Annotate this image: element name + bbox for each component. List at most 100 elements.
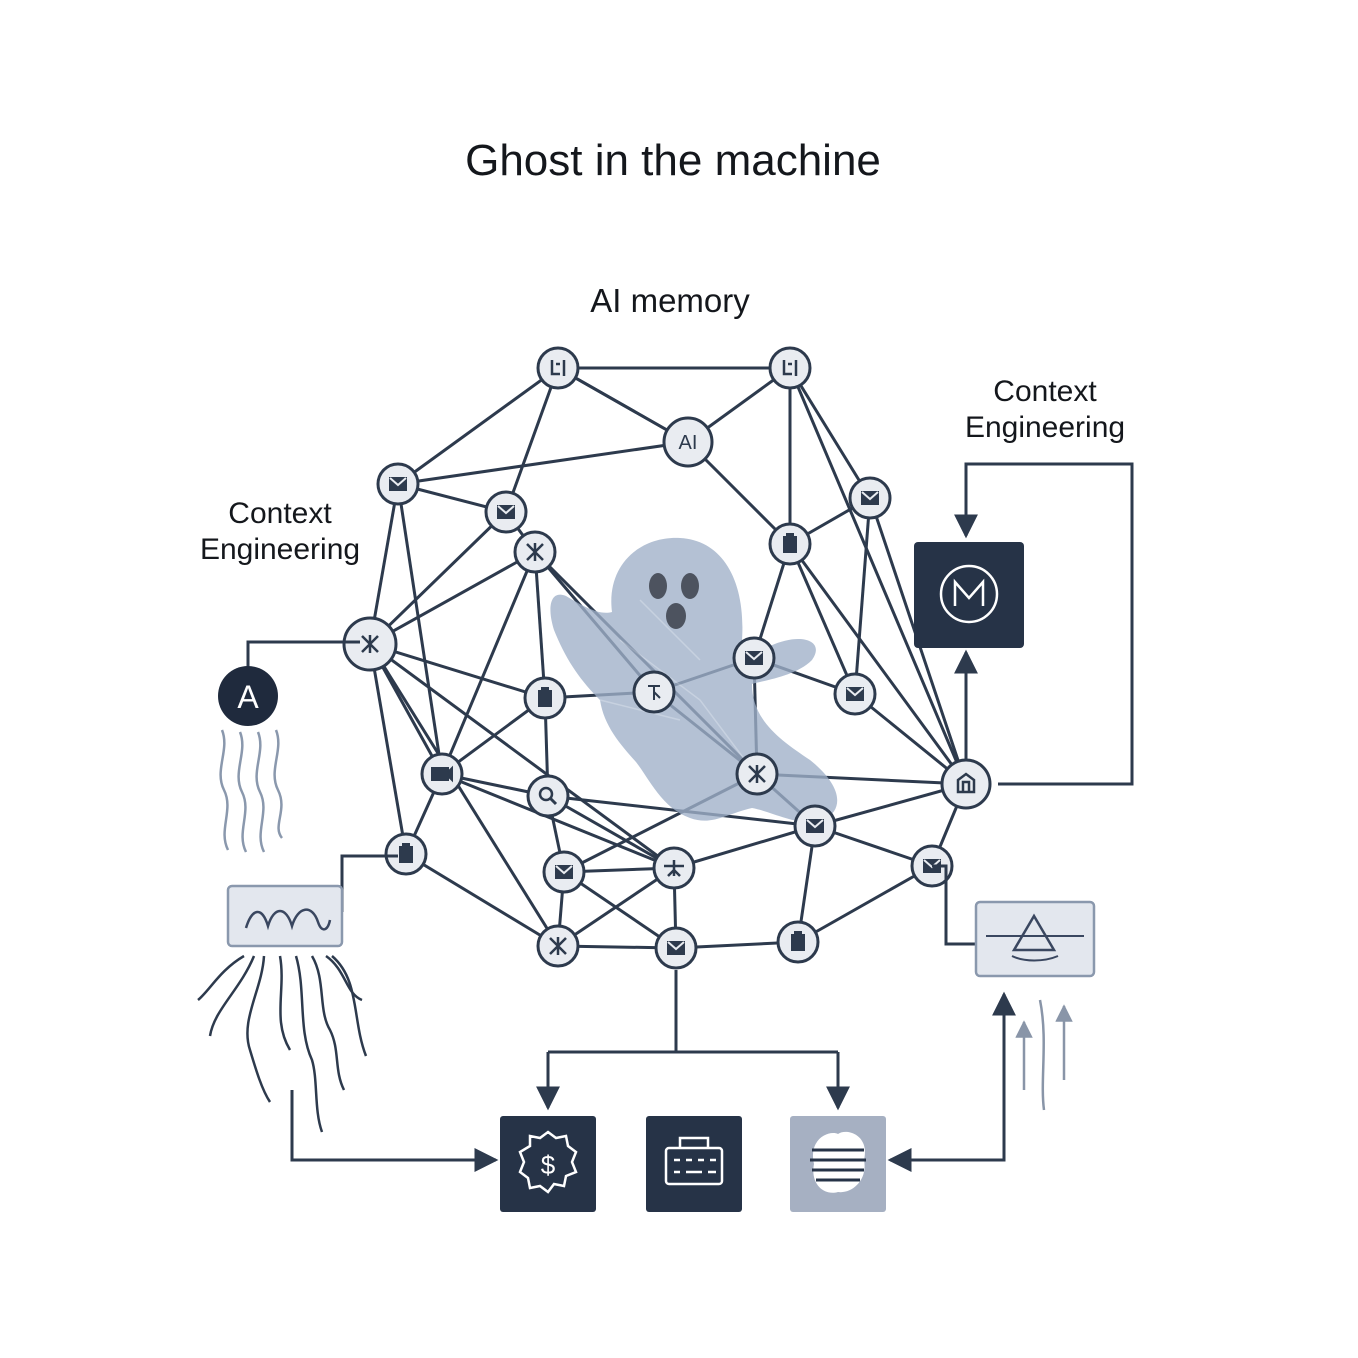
network-node[interactable]: [513, 530, 557, 574]
battery-icon: [791, 931, 805, 951]
stack-tile[interactable]: [790, 1116, 886, 1212]
network-node[interactable]: [420, 752, 464, 796]
network-node[interactable]: [940, 758, 992, 810]
network-node[interactable]: [384, 832, 428, 876]
engineering-word: Engineering: [964, 411, 1126, 444]
battery-icon: [538, 687, 552, 707]
network-node[interactable]: [735, 752, 779, 796]
agent-node[interactable]: A: [218, 666, 278, 726]
battery-icon: [783, 533, 797, 553]
network-edge: [368, 643, 560, 947]
triangle-icon: [1011, 913, 1057, 952]
ghost-icon: [648, 685, 661, 700]
network-edge: [557, 866, 675, 948]
billing-inflow-arrow: [290, 1090, 499, 1172]
context-engineering-label-left: Context Engineering: [180, 496, 380, 568]
network-node[interactable]: [833, 672, 877, 716]
upward-signal-arrows: [1015, 999, 1073, 1111]
network-node[interactable]: [652, 846, 696, 890]
network-edge: [853, 497, 872, 695]
network-edge: [369, 642, 675, 870]
context-word: Context: [228, 497, 332, 530]
engineering-word: Engineering: [199, 533, 361, 566]
envelope-icon: [497, 505, 515, 519]
network-node[interactable]: [632, 670, 676, 714]
network-node[interactable]: [376, 462, 420, 506]
camera-icon: [431, 765, 453, 783]
network-node[interactable]: [536, 346, 580, 390]
cross-icon: [526, 543, 544, 561]
network-node[interactable]: [526, 774, 570, 818]
bottom-tree: [546, 970, 840, 1106]
network-edge: [396, 483, 444, 775]
memory-loop-arrow: [954, 462, 1134, 786]
network-edge: [440, 551, 537, 775]
keyboard-icon: [664, 1136, 724, 1186]
ai-node-glyph: AI: [679, 432, 698, 454]
keyboard-tile[interactable]: [646, 1116, 742, 1212]
network-edge: [788, 543, 857, 695]
stack-icon: [810, 1131, 866, 1193]
network-edge: [563, 870, 677, 950]
network-node[interactable]: [768, 522, 812, 566]
network-edge: [369, 642, 546, 700]
billing-tile[interactable]: $: [500, 1116, 596, 1212]
network-edge: [788, 367, 968, 785]
network-edge: [397, 440, 689, 486]
ghost-icon: [550, 537, 838, 823]
network-edge: [368, 643, 408, 855]
envelope-icon: [806, 819, 824, 833]
network-node[interactable]: [654, 926, 698, 970]
network-edge: [788, 543, 968, 785]
network-node[interactable]: [848, 476, 892, 520]
network-edge: [441, 772, 675, 870]
search-icon: [538, 786, 558, 806]
network-edge: [397, 366, 559, 486]
triangle-panel[interactable]: [974, 900, 1096, 978]
network-edge: [673, 824, 816, 870]
grid-icon: [782, 360, 798, 376]
network-node[interactable]: AI: [662, 416, 714, 468]
envelope-icon: [861, 491, 879, 505]
network-node[interactable]: [776, 920, 820, 964]
network-edge: [369, 550, 536, 646]
network-node[interactable]: [484, 490, 528, 534]
stack-icon: [956, 772, 976, 794]
network-edge: [368, 510, 508, 646]
network-node[interactable]: [342, 616, 398, 672]
network-edge: [405, 852, 559, 948]
dollar-glyph: $: [541, 1150, 556, 1180]
envelope-icon: [555, 865, 573, 879]
cross-icon: [549, 937, 567, 955]
network-edge: [797, 864, 933, 944]
agent-connector: [246, 640, 360, 668]
network-node[interactable]: [542, 850, 586, 894]
grid-icon: [550, 360, 566, 376]
network-edge: [788, 367, 872, 499]
network-node[interactable]: [793, 804, 837, 848]
network-node[interactable]: [523, 676, 567, 720]
network-edge: [547, 794, 675, 870]
envelope-icon: [389, 477, 407, 491]
gear-icon: [664, 860, 684, 877]
network-nodes: AI: [342, 346, 992, 970]
envelope-icon: [745, 651, 763, 665]
context-word: Context: [993, 375, 1097, 408]
ai-memory-label: AI memory: [590, 282, 750, 319]
diagram-title: Ghost in the machine: [465, 136, 881, 185]
wave-icon: [244, 908, 332, 931]
wave-panel[interactable]: [226, 884, 344, 948]
network-edge: [504, 367, 560, 513]
network-node[interactable]: [768, 346, 812, 390]
root-lines: [197, 954, 368, 1133]
network-node[interactable]: [732, 636, 776, 680]
triangle-panel-connector: [932, 864, 976, 946]
cross-icon: [361, 635, 379, 653]
network-node[interactable]: [536, 924, 580, 968]
agent-signal-lines: [219, 729, 284, 853]
grey-tile-inflow-arrow: [887, 1000, 1006, 1172]
agent-glyph: A: [237, 679, 259, 715]
memory-block[interactable]: [914, 542, 1024, 648]
cross-icon: [748, 765, 766, 783]
